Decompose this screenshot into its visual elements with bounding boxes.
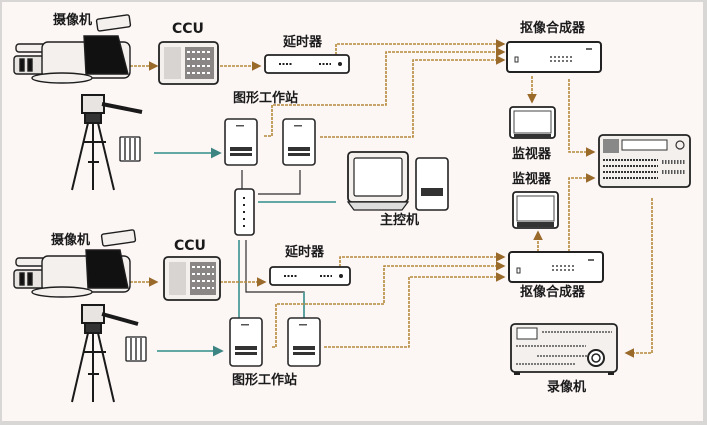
- edge-ws1b-switch: [258, 170, 301, 195]
- tracking-sensor-icon: [125, 336, 147, 362]
- monitor-icon: [509, 106, 556, 139]
- tower-pc-icon: [287, 317, 321, 367]
- video-switcher-icon: [598, 134, 691, 188]
- network-switch-icon: [234, 188, 255, 236]
- edge-ws1a-keyer1: [264, 47, 506, 137]
- delay-label-top: 延时器: [283, 35, 323, 50]
- edge-keyer2-switcher: [568, 173, 596, 252]
- tower-pc-icon: [224, 118, 258, 166]
- main-control-label: 主控机: [380, 213, 420, 228]
- tower-pc-icon: [282, 118, 316, 166]
- workstation-label-bottom: 图形工作站: [232, 373, 298, 388]
- edge-ws2b-keyer2: [324, 272, 506, 348]
- ccu-panel-icon: [163, 256, 221, 301]
- edge-delay1-keyer1: [335, 39, 506, 55]
- keyer-label-top: 抠像合成器: [520, 21, 586, 36]
- ccu-label-bottom: CCU: [174, 238, 206, 254]
- edge-ws2a-keyer2: [272, 261, 506, 348]
- edge-switcher-vtr: [624, 198, 653, 358]
- tracking-sensor-icon: [119, 136, 141, 162]
- ccu-label-top: CCU: [172, 21, 204, 37]
- diagram-svg: [13, 14, 691, 403]
- tripod-icon: [71, 304, 139, 403]
- monitor-label-bottom: 监视器: [512, 172, 552, 187]
- ccu-panel-icon: [158, 41, 219, 85]
- edge-ws1b-keyer1: [320, 55, 506, 138]
- delay-label-bottom: 延时器: [285, 245, 325, 260]
- tower-pc-icon: [229, 317, 263, 367]
- video-camera-icon: [13, 229, 137, 298]
- diagram-canvas: 摄像机 CCU 延时器 图形工作站 抠像合成器 监视器 监视器 主控机 摄像机 …: [2, 2, 703, 421]
- edge-keyer1-switcher: [568, 79, 596, 157]
- video-camera-icon: [13, 14, 132, 84]
- monitor-icon: [512, 191, 559, 229]
- delay-unit-icon: [264, 54, 350, 74]
- delay-unit-icon: [269, 266, 351, 286]
- tripod-icon: [71, 94, 143, 191]
- keyer-label-bottom: 抠像合成器: [520, 285, 586, 300]
- camera-label-bottom: 摄像机: [51, 233, 91, 248]
- keyer-unit-icon: [508, 251, 604, 283]
- keyer-unit-icon: [506, 41, 602, 73]
- vtr-deck-icon: [510, 323, 618, 375]
- edge-delay2-keyer2: [339, 252, 506, 267]
- desktop-computer-icon: [346, 151, 449, 211]
- monitor-label-top: 监视器: [512, 147, 552, 162]
- vtr-label: 录像机: [547, 380, 587, 395]
- camera-label-top: 摄像机: [53, 13, 93, 28]
- workstation-label-top: 图形工作站: [233, 91, 299, 106]
